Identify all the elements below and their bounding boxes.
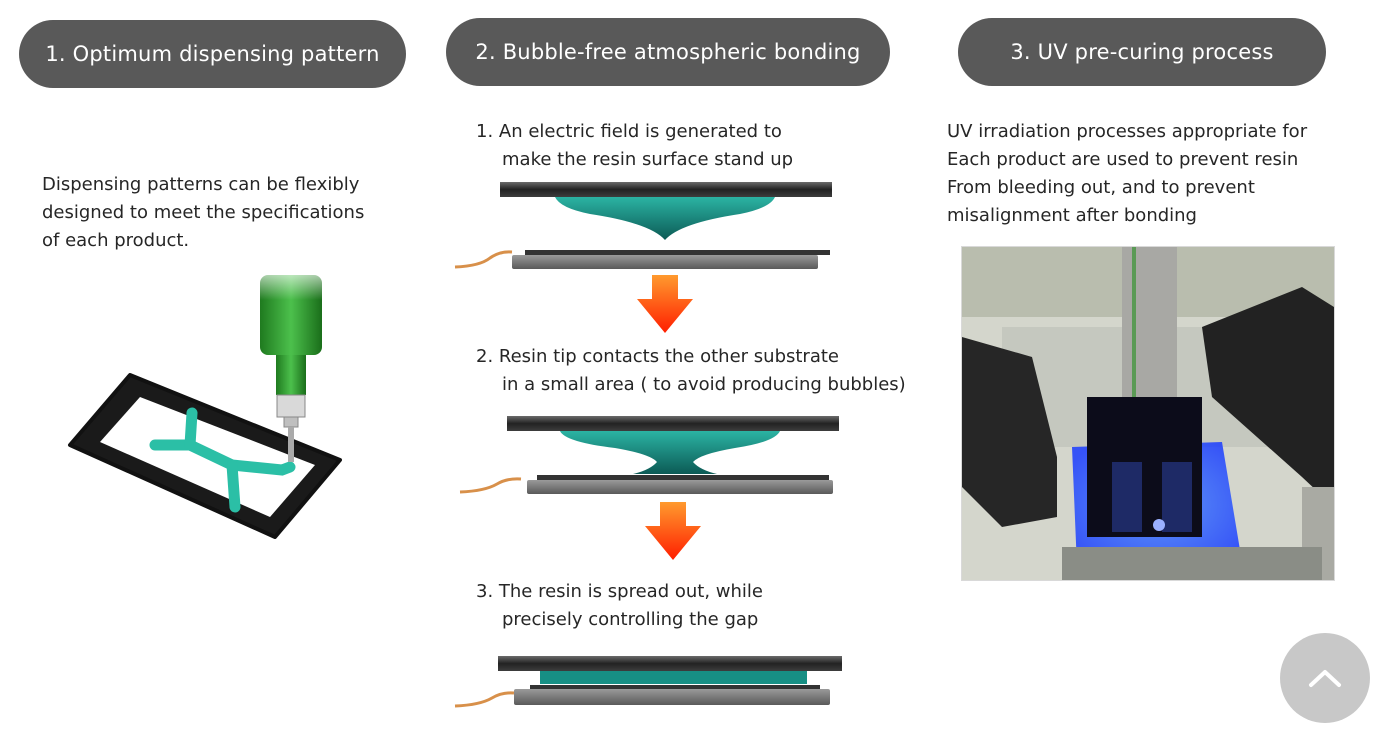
lower-substrate: [514, 689, 830, 705]
wire: [459, 477, 522, 494]
wire: [454, 691, 515, 708]
arrow-down-icon: [637, 275, 693, 333]
description-line: Dispensing patterns can be flexibly: [42, 174, 360, 195]
upper-substrate: [507, 416, 839, 431]
description-line: Each product are used to prevent resin: [947, 149, 1299, 170]
dispensing-illustration: [68, 260, 342, 539]
bonding-step-3-text: 3. The resin is spread out, while precis…: [476, 578, 763, 634]
step-line: 1. An electric field is generated to: [476, 121, 782, 142]
step-line: 2. Resin tip contacts the other substrat…: [476, 346, 839, 367]
wire: [454, 250, 513, 269]
bonding-diagram-step-2: [459, 416, 839, 494]
bonding-diagram-step-3: [454, 656, 842, 708]
resin-contact: [560, 431, 780, 474]
step-line: in a small area ( to avoid producing bub…: [502, 374, 906, 395]
uv-curing-machine-photo: [961, 246, 1335, 581]
upper-substrate: [498, 656, 842, 671]
section-1-title-text: 1. Optimum dispensing pattern: [45, 42, 380, 66]
resin-layer: [540, 671, 807, 684]
description-line: misalignment after bonding: [947, 205, 1197, 226]
lower-substrate: [512, 255, 818, 269]
section-3-description: UV irradiation processes appropriate for…: [947, 118, 1307, 230]
chevron-up-icon: [1309, 670, 1341, 687]
upper-substrate: [500, 182, 832, 197]
step-line: 3. The resin is spread out, while: [476, 581, 763, 602]
step-line: make the resin surface stand up: [502, 149, 794, 170]
bonding-step-2-text: 2. Resin tip contacts the other substrat…: [476, 343, 906, 399]
bonding-step-1-text: 1. An electric field is generated to mak…: [476, 118, 793, 174]
section-3-title: 3. UV pre-curing process: [958, 18, 1326, 86]
description-line: designed to meet the specifications: [42, 202, 365, 223]
section-1-title: 1. Optimum dispensing pattern: [19, 20, 406, 88]
section-3-title-text: 3. UV pre-curing process: [1010, 40, 1274, 64]
lower-substrate: [527, 480, 833, 494]
arrow-down-icon: [645, 502, 701, 560]
bonding-diagram-step-1: [454, 182, 832, 269]
resin-drop: [555, 197, 775, 240]
description-line: UV irradiation processes appropriate for: [947, 121, 1308, 142]
section-2-title: 2. Bubble-free atmospheric bonding: [446, 18, 890, 86]
section-1-description: Dispensing patterns can be flexibly desi…: [42, 171, 364, 255]
dispenser-bottle-icon: [255, 260, 327, 462]
description-line: of each product.: [42, 230, 190, 251]
description-line: From bleeding out, and to prevent: [947, 177, 1255, 198]
section-2-title-text: 2. Bubble-free atmospheric bonding: [475, 40, 861, 64]
resin-pattern: [149, 407, 296, 513]
step-line: precisely controlling the gap: [502, 609, 759, 630]
scroll-to-top-button[interactable]: [1280, 633, 1370, 723]
